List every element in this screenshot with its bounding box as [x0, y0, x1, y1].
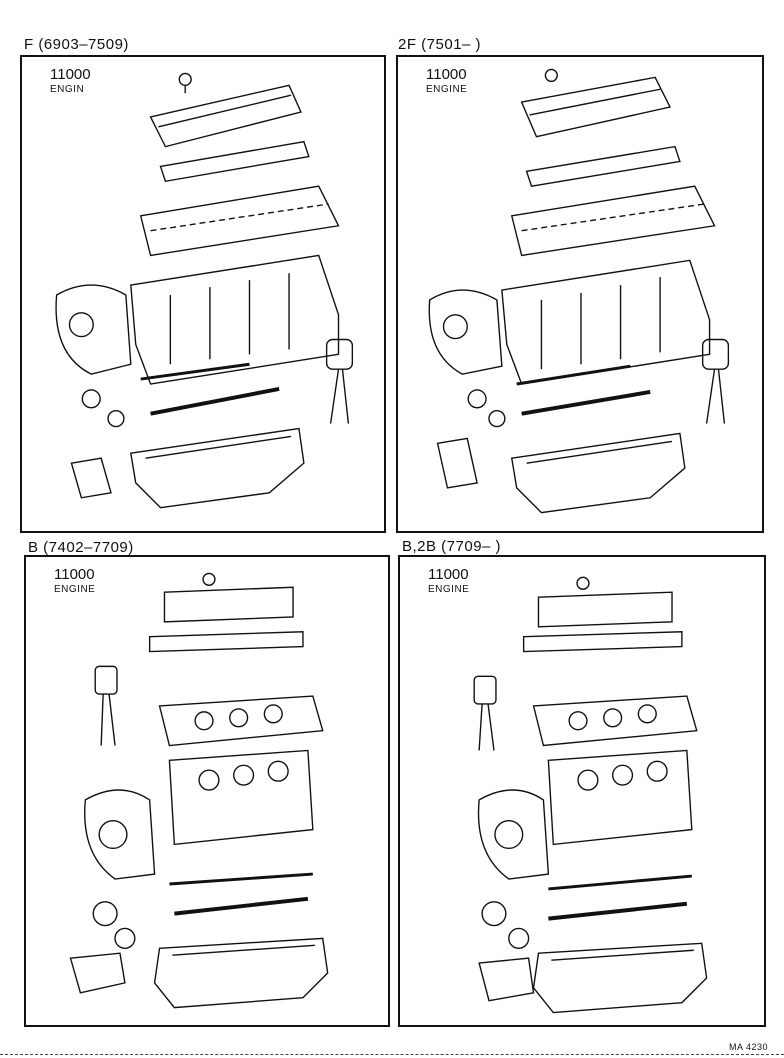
engine-panel-b: 11000 ENGINE — [24, 555, 390, 1027]
quadrant-title-b-2b: B,2B (7709– ) — [402, 538, 502, 555]
panel-label: 11000 ENGINE — [426, 66, 468, 95]
part-number: 11000 — [54, 566, 95, 583]
engine-panel-b-2b: 11000 ENGINE — [398, 555, 766, 1027]
part-number: 11000 — [428, 566, 469, 583]
part-number: 11000 — [426, 66, 467, 83]
exploded-engine-drawing — [55, 72, 354, 509]
panel-label: 11000 ENGINE — [54, 566, 96, 595]
panel-label: 11000 ENGINE — [428, 566, 470, 595]
drawing-code: MA 4230 — [728, 1042, 768, 1052]
part-name: ENGINE — [54, 583, 96, 595]
panel-label: 11000 ENGIN — [50, 66, 91, 95]
quadrant-title-f: F (6903–7509) — [24, 36, 129, 53]
engine-panel-2f: 11000 ENGINE — [396, 55, 764, 533]
quadrant-title-b: B (7402–7709) — [28, 539, 134, 556]
exploded-engine-drawing — [69, 572, 329, 1009]
exploded-engine-drawing — [428, 68, 730, 514]
engine-panel-f: 11000 ENGIN — [20, 55, 386, 533]
quadrant-title-2f: 2F (7501– ) — [398, 36, 482, 53]
part-name: ENGINE — [428, 583, 470, 595]
part-number: 11000 — [50, 66, 91, 83]
exploded-engine-drawing — [473, 576, 708, 1014]
part-name: ENGINE — [426, 83, 468, 95]
bottom-rule — [0, 1054, 784, 1056]
part-name: ENGIN — [50, 83, 85, 95]
